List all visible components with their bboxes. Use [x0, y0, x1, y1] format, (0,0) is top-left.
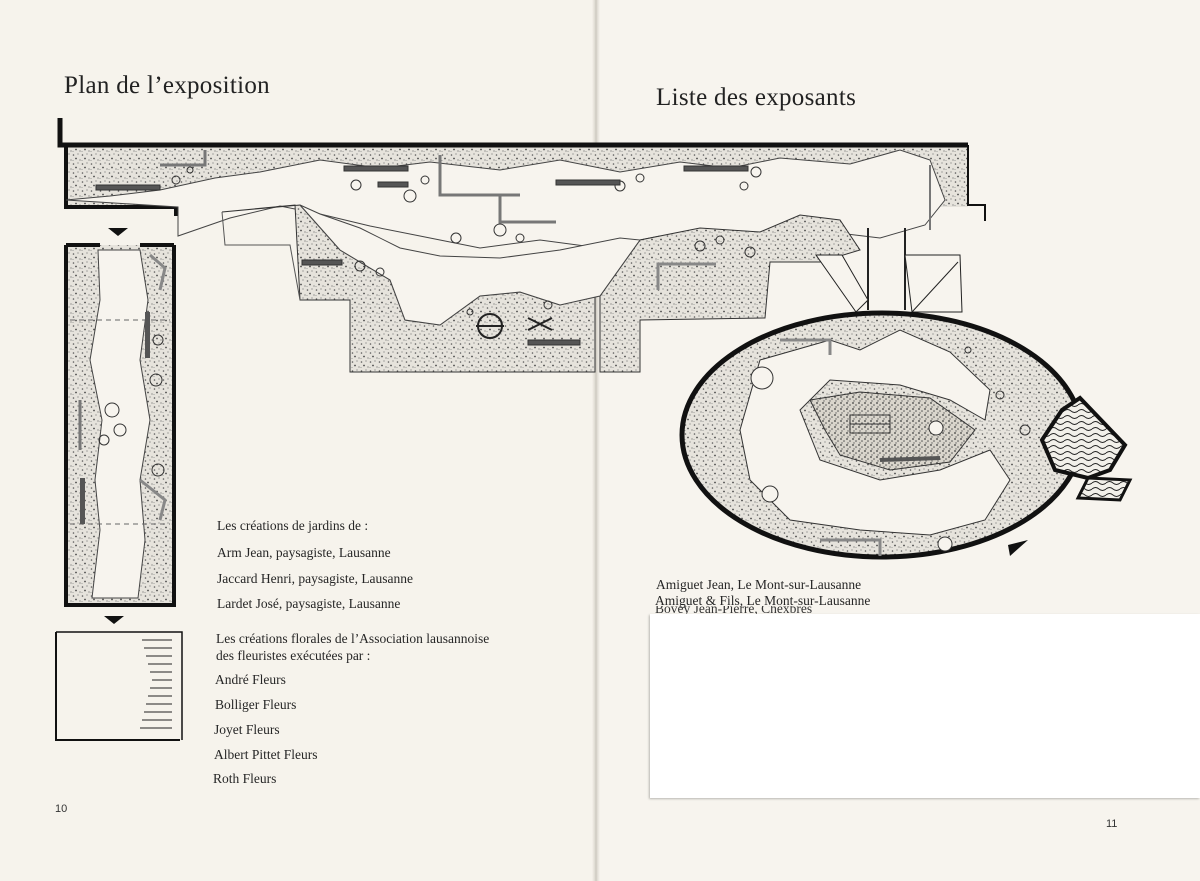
florist-2: Bolliger Fleurs — [215, 697, 297, 712]
florist-4: Albert Pittet Fleurs — [214, 747, 318, 762]
gardens-heading: Les créations de jardins de : — [217, 518, 369, 533]
central-garden-bays — [221, 204, 861, 373]
plan-title: Plan de l’exposition — [64, 72, 270, 99]
paper-overlay — [650, 614, 1200, 798]
page-number-right: 11 — [1106, 818, 1118, 830]
oval-hall — [679, 310, 1133, 560]
left-hall — [64, 228, 176, 624]
exhibitor-2: Amiguet & Fils, Le Mont-sur-Lausanne — [655, 593, 871, 608]
exhibitor-1: Amiguet Jean, Le Mont-sur-Lausanne — [656, 577, 862, 592]
plan-details — [95, 150, 931, 346]
gardener-2: Jaccard Henri, paysagiste, Lausanne — [217, 571, 414, 586]
exhibitor-3: Bovey Jean-Pierre, Chexbres — [655, 606, 813, 616]
stairwell — [55, 631, 183, 741]
florist-5: Roth Fleurs — [213, 771, 277, 786]
florist-3: Joyet Fleurs — [214, 722, 280, 737]
gardener-3: Lardet José, paysagiste, Lausanne — [217, 596, 401, 611]
florals-heading-line1: Les créations florales de l’Association … — [216, 631, 490, 646]
page-number-left: 10 — [55, 803, 68, 815]
exhibitors-title: Liste des exposants — [656, 84, 857, 111]
gardener-1: Arm Jean, paysagiste, Lausanne — [217, 545, 391, 560]
top-hall — [57, 118, 986, 249]
florals-heading-line2: des fleuristes exécutées par : — [216, 648, 371, 663]
book-gutter — [592, 0, 600, 881]
exhibitor-3-clipped: Bovey Jean-Pierre, Chexbres — [655, 606, 915, 616]
florist-1: André Fleurs — [215, 672, 286, 687]
